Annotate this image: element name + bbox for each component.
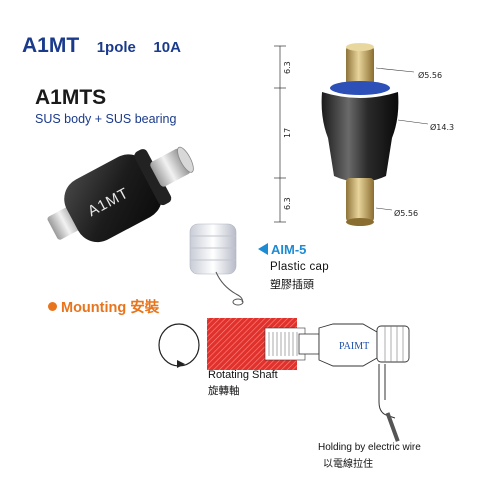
holding-wire-label: Holding by electric wire (318, 442, 421, 453)
dim-bottom-diameter: Ø5.56 (394, 208, 418, 218)
dim-body-length: 17 (283, 128, 292, 138)
variant-label: A1MTS (35, 86, 107, 109)
bullet-dot-icon (48, 302, 57, 311)
brand-logo: PAIMT (339, 341, 369, 352)
holding-wire-label-zh: 以電線拉住 (323, 459, 373, 470)
accessory-code: AIM-5 (258, 242, 306, 257)
plastic-cap-image (189, 223, 244, 306)
mounting-title: Mounting 安裝 (48, 296, 159, 317)
dim-top-diameter: Ø5.56 (418, 70, 442, 80)
material-spec: SUS body + SUS bearing (35, 112, 177, 126)
product-title: A1MT 1pole 10A (22, 34, 181, 58)
rotating-shaft-label: Rotating Shaft (208, 369, 278, 381)
dim-body-diameter: Ø14.3 (430, 122, 454, 132)
dim-top-length: 6.3 (283, 61, 292, 74)
slip-ring-black-image: A1MT (47, 146, 194, 243)
dimension-drawing: 6.3 17 6.3 Ø5.56 Ø14.3 Ø5.56 (274, 43, 454, 226)
mounting-diagram: PAIMT (207, 318, 410, 442)
accessory-name-en: Plastic cap (270, 261, 329, 273)
accessory-name-zh: 塑膠插頭 (270, 279, 314, 291)
title-model: A1MT (22, 34, 80, 57)
title-current: 10A (153, 39, 181, 56)
title-poles: 1pole (96, 39, 136, 56)
arrow-left-icon (258, 243, 268, 255)
rotation-arrow-icon (158, 323, 200, 368)
rotating-shaft-label-zh: 旋轉軸 (208, 385, 240, 397)
dim-bottom-length: 6.3 (283, 197, 292, 210)
